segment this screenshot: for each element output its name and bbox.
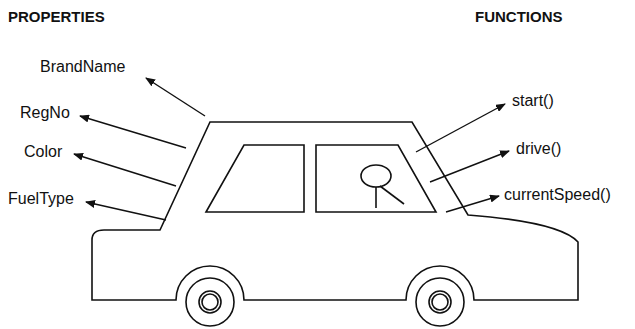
column-heading: FUNCTIONS [475, 8, 563, 26]
function-label: currentSpeed() [504, 186, 611, 204]
function-label: drive() [516, 140, 561, 158]
leader-arrows [74, 78, 509, 220]
property-label: Color [24, 143, 62, 161]
property-label: RegNo [20, 104, 70, 122]
function-label: start() [512, 92, 554, 110]
car-outline [92, 122, 578, 326]
property-label: FuelType [8, 190, 74, 208]
column-heading: PROPERTIES [8, 8, 105, 26]
property-label: BrandName [40, 58, 125, 76]
